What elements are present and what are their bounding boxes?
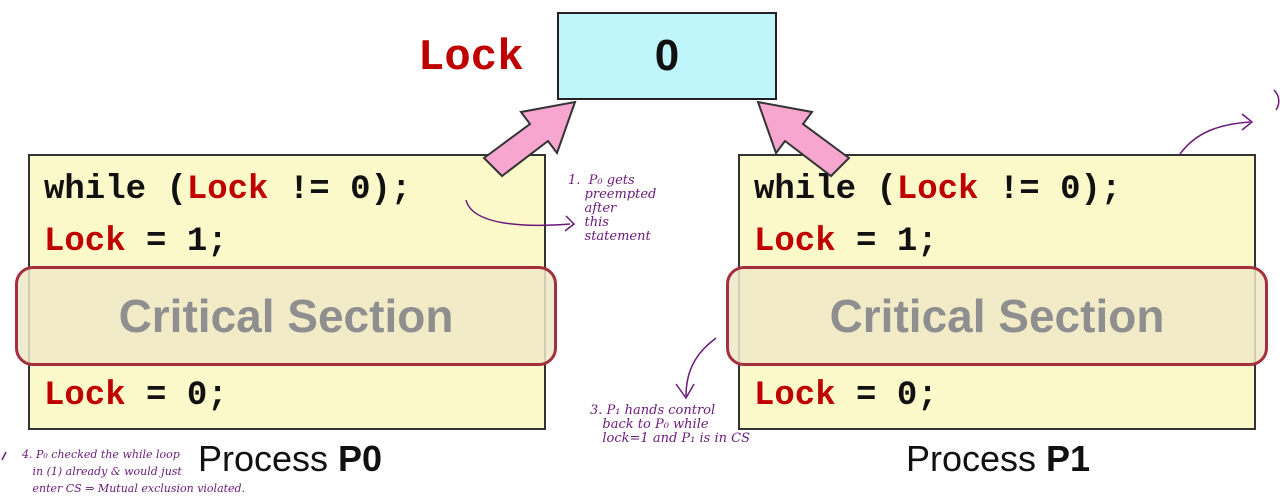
note1-arrowhead: [564, 215, 576, 232]
note4-mark: [1, 451, 7, 461]
note-hands-control: 3. P₁ hands control back to P₀ while loc…: [590, 403, 750, 446]
p1-to-lock-arrow: [756, 100, 851, 178]
p1-while-line: while (Lock != 0);: [754, 171, 1122, 209]
top-right-arrow: [1179, 121, 1251, 155]
lock-value-box: 0: [557, 12, 777, 100]
p0-while-line: while (Lock != 0);: [44, 171, 412, 209]
p1-critical-section: Critical Section: [726, 266, 1268, 366]
p0-to-lock-arrow: [482, 100, 577, 178]
note-mutual-exclusion: 4. P₀ checked the while loop in (1) alre…: [22, 448, 246, 495]
process-p0-label: Process P0: [198, 438, 383, 479]
p1-lock-reset-line: Lock = 0;: [754, 377, 938, 415]
top-right-arrowhead: [1241, 113, 1254, 131]
note3-arrow: [685, 337, 717, 397]
lock-value: 0: [654, 31, 680, 80]
p0-lock-reset-line: Lock = 0;: [44, 377, 228, 415]
p1-lock-set-line: Lock = 1;: [754, 223, 938, 261]
process-p1-label: Process P1: [906, 438, 1091, 479]
p0-lock-set-line: Lock = 1;: [44, 223, 228, 261]
p0-critical-section: Critical Section: [15, 266, 557, 366]
note3-arrowhead: [675, 383, 695, 400]
top-right-scribble: [1273, 89, 1280, 111]
note1-arrow: [465, 199, 571, 227]
note-preempted: 1. P₀ gets preempted after this statemen…: [568, 173, 657, 244]
lock-label: Lock: [418, 33, 524, 83]
